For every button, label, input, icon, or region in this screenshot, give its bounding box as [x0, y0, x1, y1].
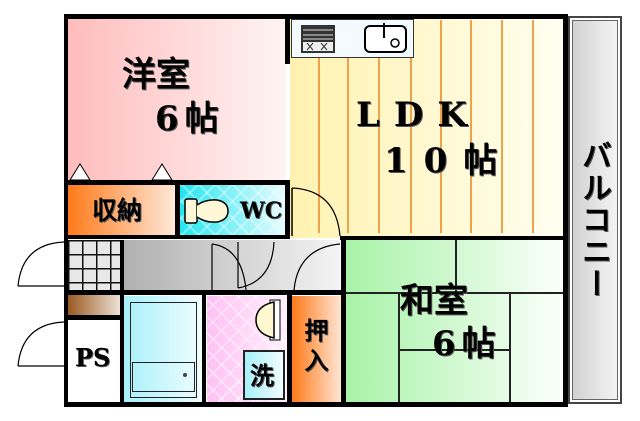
washer-name: 洗 [250, 361, 274, 390]
bathtub [132, 362, 195, 392]
wall-tiles-right [120, 240, 124, 290]
closet [292, 296, 342, 402]
sink-icon [364, 23, 407, 53]
wall-ldk-bottom [340, 236, 568, 240]
bathroom-inner [130, 302, 197, 398]
bathroom [124, 296, 202, 402]
balcony-name: バルコニー [576, 140, 611, 300]
closet-door-marks [69, 163, 173, 181]
pipe-space-name: PS [75, 343, 111, 372]
wash-basin-icon [255, 299, 281, 341]
storage-name: 収納 [92, 196, 143, 225]
toilet-name: WC [240, 198, 283, 224]
wall-bath-wash [202, 295, 206, 405]
ldk-size: 10帖 [384, 141, 514, 181]
wall-closet-japanese [341, 240, 346, 405]
western-room-size: 6帖 [155, 99, 225, 139]
japanese-room-size: 6帖 [432, 324, 502, 364]
floor-plank [347, 58, 349, 233]
pipe-space [68, 320, 122, 402]
closet-name: 押入 [300, 318, 329, 378]
storage [68, 185, 175, 235]
wc-door-icon [237, 241, 275, 289]
floor-plank [501, 20, 503, 233]
wall-western-ldk-lower [285, 180, 290, 238]
western-room [68, 18, 286, 181]
wall-ps-right [120, 295, 124, 405]
western-room-name: 洋室 [122, 55, 190, 95]
floor-plank [470, 20, 472, 233]
japanese-room-name: 和室 [400, 281, 468, 321]
wall-shoe-bottom [64, 315, 124, 320]
wall-left-upper [64, 14, 68, 240]
washroom-door-icon [211, 243, 247, 291]
washer-box [243, 350, 285, 400]
tatami-line [455, 240, 457, 292]
toilet-icon [184, 198, 229, 224]
wall-left-mid [64, 238, 68, 320]
floor-plank [532, 20, 534, 233]
floor-plank [318, 58, 320, 233]
wall-western-ldk [285, 14, 290, 64]
bathtub-drain [183, 373, 187, 377]
stove-icon [301, 25, 335, 53]
tatami-line [509, 292, 511, 402]
hallway [124, 240, 340, 290]
wall-top [64, 14, 568, 19]
floor-plank [378, 58, 380, 233]
wall-wc-bottom [64, 235, 290, 239]
wall-wash-closet [287, 295, 292, 405]
ps-door-icon [17, 321, 65, 367]
tatami-line [398, 349, 509, 351]
wall-hall-bottom [64, 290, 344, 295]
ldk-door-icon [291, 187, 341, 237]
wall-right [563, 14, 568, 407]
floor-plank [440, 20, 442, 233]
tatami-line [398, 292, 400, 402]
wall-left-lower [64, 318, 68, 407]
entrance-tiles [68, 240, 122, 290]
floor-plank [410, 58, 412, 233]
japanese-door-icon [293, 243, 341, 291]
wall-storage-wc [175, 182, 180, 238]
tatami-line [346, 292, 564, 294]
balcony [568, 16, 622, 404]
shoe-cabinet [68, 293, 122, 315]
entrance-door-icon [17, 241, 65, 287]
wall-bottom [64, 402, 568, 407]
ldk-name: LDK [356, 95, 481, 135]
